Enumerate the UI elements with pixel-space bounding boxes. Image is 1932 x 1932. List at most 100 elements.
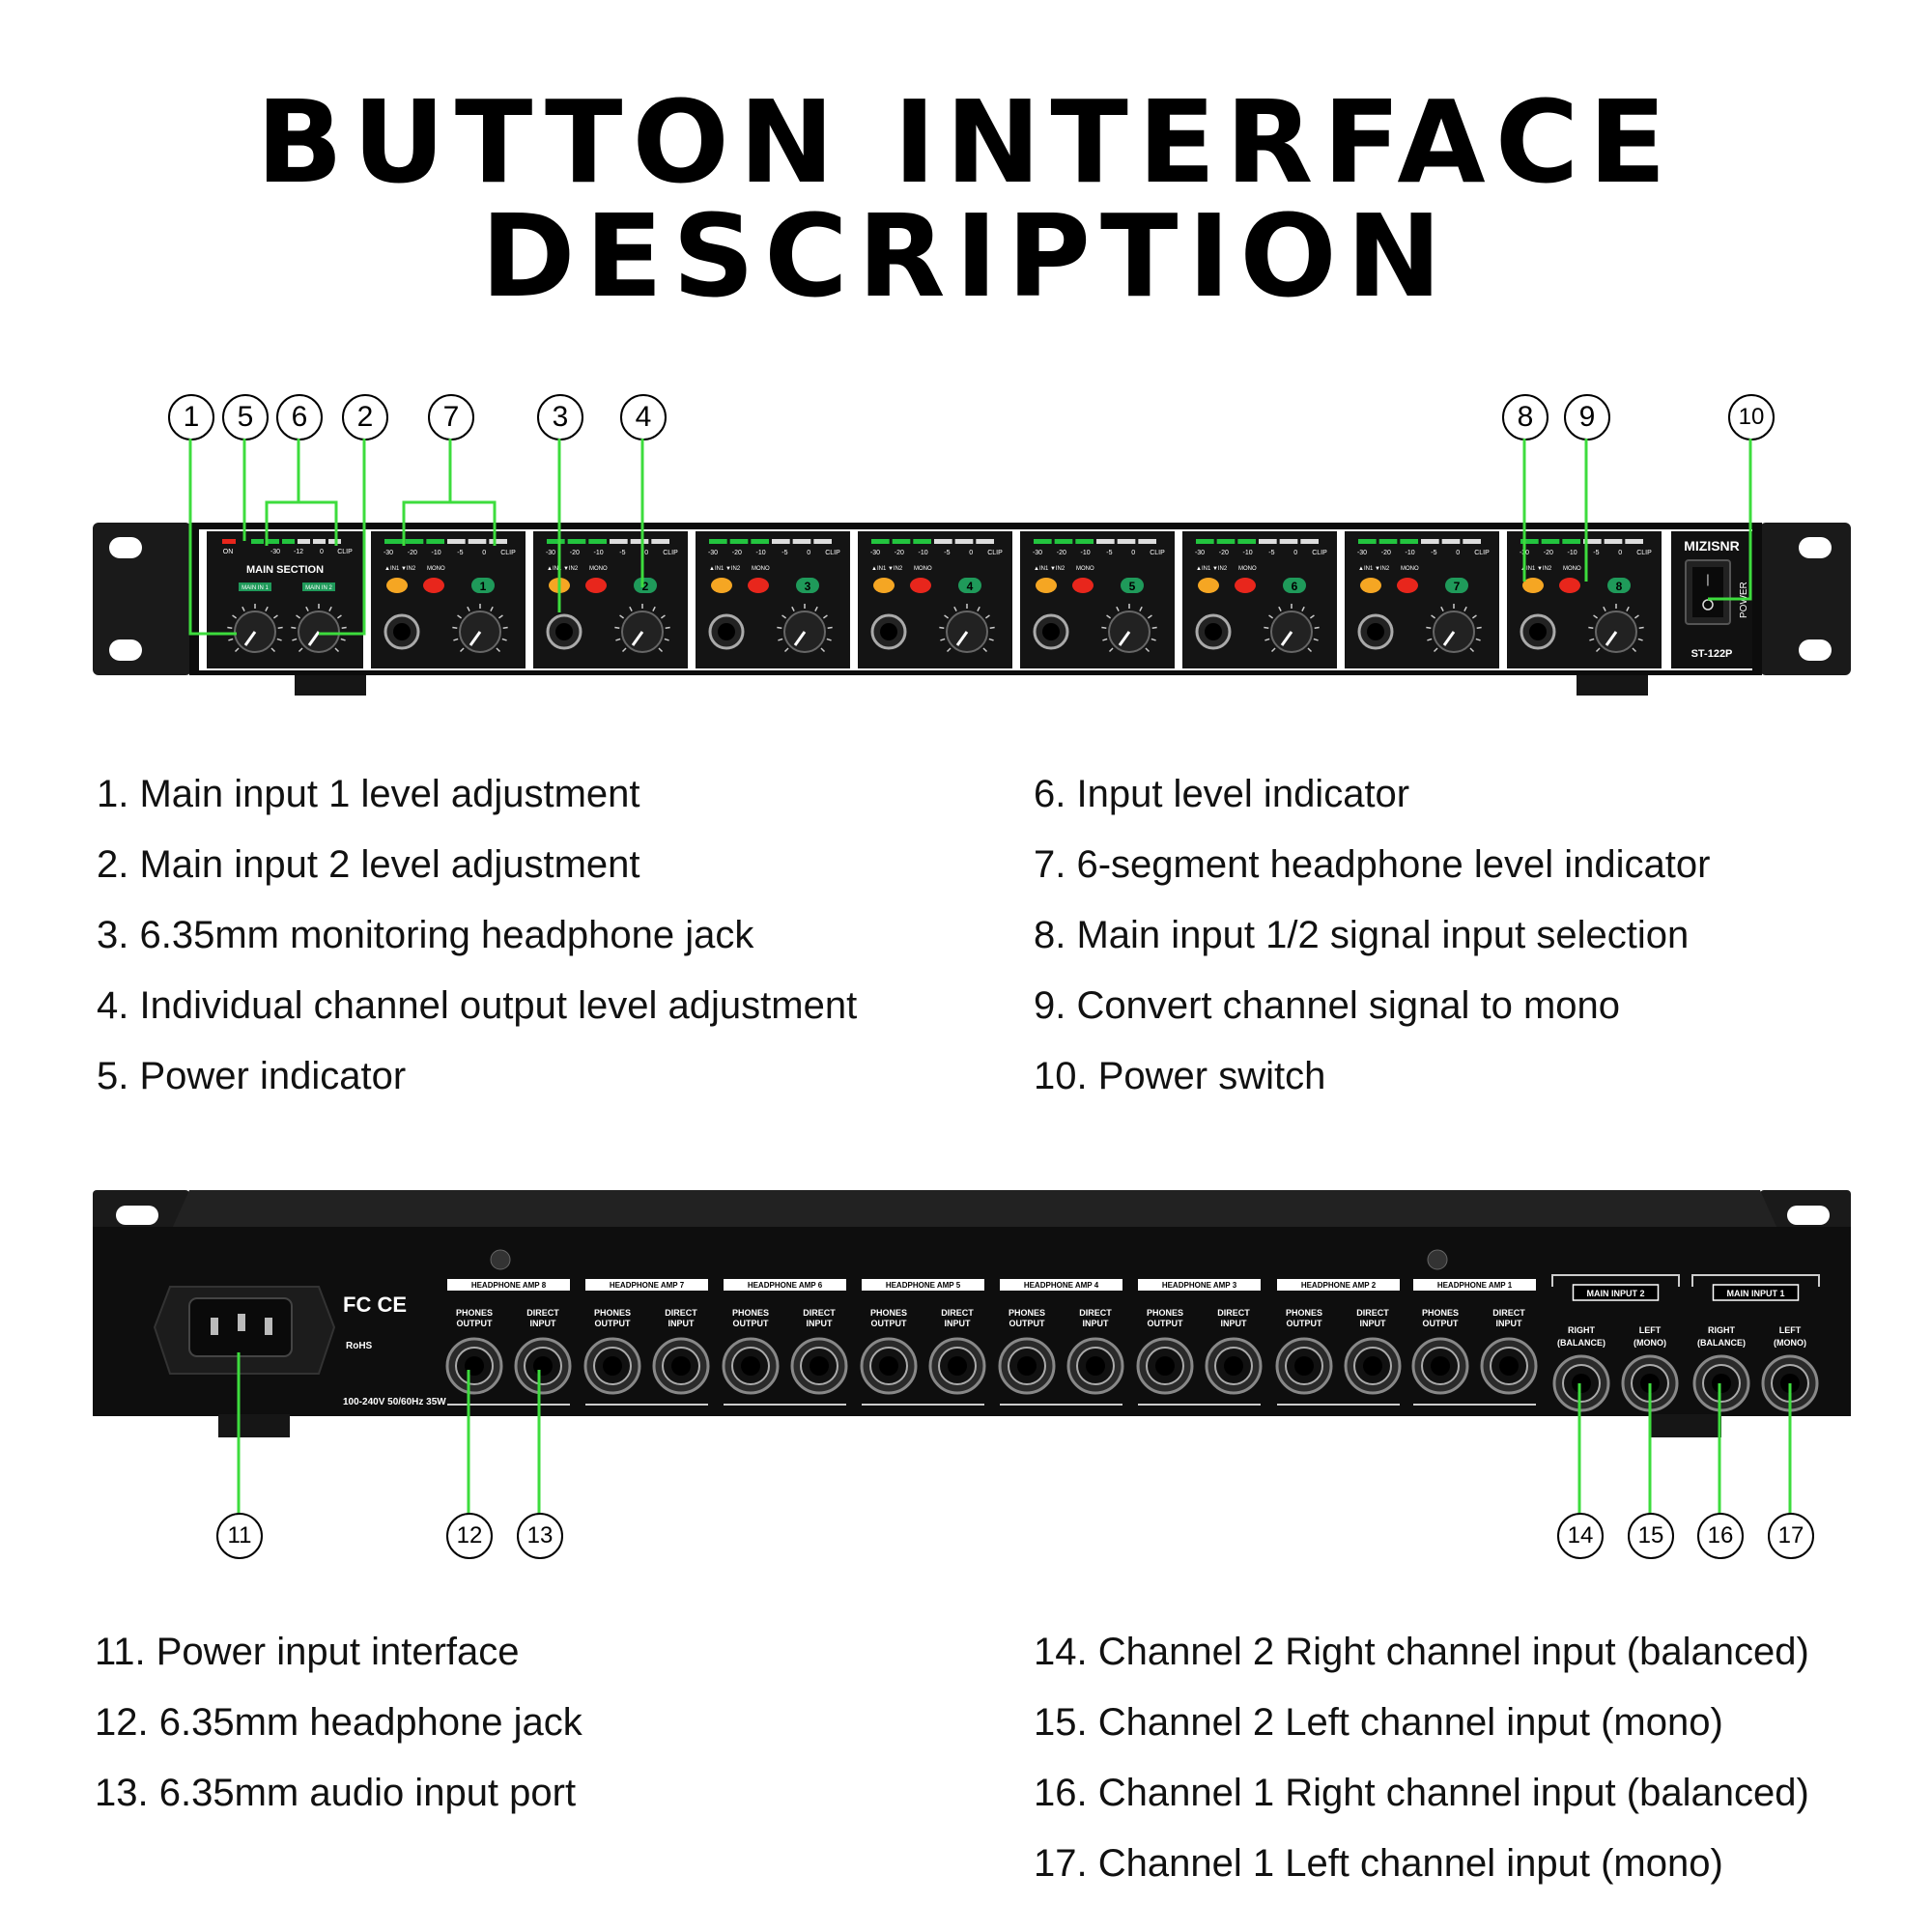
main-meter-label: -12 xyxy=(294,549,303,555)
main-input-label: MAIN INPUT 2 xyxy=(1586,1289,1644,1298)
meter-label: CLIP xyxy=(500,550,516,556)
front-desc-left-1: 2. Main input 2 level adjustment xyxy=(97,843,640,886)
headphone-amp-label: HEADPHONE AMP 3 xyxy=(1162,1281,1237,1290)
callout-6: 6 xyxy=(276,394,323,440)
input-select-button[interactable] xyxy=(711,578,732,593)
direct-input-label-2: INPUT xyxy=(945,1319,972,1328)
main-meter-label: -30 xyxy=(270,549,280,555)
front-desc-right-3: 9. Convert channel signal to mono xyxy=(1034,984,1621,1027)
direct-input-label: DIRECT xyxy=(526,1308,559,1318)
front-leader-lines xyxy=(188,439,1752,636)
phones-output-label: PHONES xyxy=(1422,1308,1459,1318)
phones-output-label: PHONES xyxy=(1009,1308,1045,1318)
mono-button[interactable] xyxy=(1397,578,1418,593)
phones-output-label: PHONES xyxy=(870,1308,907,1318)
mono-label: MONO xyxy=(1401,566,1419,572)
mono-button[interactable] xyxy=(1072,578,1094,593)
input-select-button[interactable] xyxy=(1198,578,1219,593)
meter-label: 0 xyxy=(644,550,648,556)
mono-button[interactable] xyxy=(1559,578,1580,593)
back-desc-left-1: 12. 6.35mm headphone jack xyxy=(95,1701,582,1744)
headphone-amp-label: HEADPHONE AMP 1 xyxy=(1437,1281,1513,1290)
mono-label: MONO xyxy=(914,566,932,572)
leader-7b xyxy=(450,500,497,546)
meter-label: -10 xyxy=(1568,550,1577,556)
svg-text:|: | xyxy=(1706,572,1709,586)
front-desc-left-2: 3. 6.35mm monitoring headphone jack xyxy=(97,914,754,956)
meter-label: -20 xyxy=(1381,550,1391,556)
page-title-line2: DESCRIPTION xyxy=(480,189,1452,323)
meter-label: -10 xyxy=(919,550,928,556)
channel-number: 7 xyxy=(1454,580,1461,593)
input-select-button[interactable] xyxy=(386,578,408,593)
mono-button[interactable] xyxy=(748,578,769,593)
direct-input-label-2: INPUT xyxy=(1496,1319,1523,1328)
left-label-2: (MONO) xyxy=(1774,1338,1806,1348)
selector-label: ▲IN1 ▼IN2 xyxy=(871,566,903,572)
right-label: RIGHT xyxy=(1708,1325,1736,1335)
mono-label: MONO xyxy=(589,566,608,572)
power-led xyxy=(222,539,236,544)
callout-3: 3 xyxy=(537,394,583,440)
meter-label: -10 xyxy=(594,550,604,556)
main-section-label: MAIN SECTION xyxy=(246,564,324,576)
back-desc-left-2: 13. 6.35mm audio input port xyxy=(95,1772,577,1814)
meter-label: 0 xyxy=(1293,550,1297,556)
mono-button[interactable] xyxy=(1235,578,1256,593)
input-select-button[interactable] xyxy=(1360,578,1381,593)
channel-number: 5 xyxy=(1129,580,1136,593)
leader-1 xyxy=(188,439,237,636)
meter-label: -20 xyxy=(1219,550,1229,556)
phones-output-label-2: OUTPUT xyxy=(595,1319,632,1328)
meter-label: -30 xyxy=(384,550,393,556)
meter-label: -10 xyxy=(1081,550,1091,556)
phones-output-label-2: OUTPUT xyxy=(457,1319,494,1328)
channel-number: 8 xyxy=(1616,580,1623,593)
right-label: RIGHT xyxy=(1568,1325,1596,1335)
main-in-2-label: MAIN IN 2 xyxy=(305,585,332,591)
back-desc-right-1: 15. Channel 2 Left channel input (mono) xyxy=(1034,1701,1723,1744)
headphone-amp-label: HEADPHONE AMP 6 xyxy=(748,1281,823,1290)
meter-label: -20 xyxy=(732,550,742,556)
direct-input-label-2: INPUT xyxy=(1360,1319,1387,1328)
selector-label: ▲IN1 ▼IN2 xyxy=(1520,566,1552,572)
channel-number: 6 xyxy=(1292,580,1298,593)
front-rack-ear-right xyxy=(1760,523,1851,675)
mono-button[interactable] xyxy=(585,578,607,593)
phones-output-label-2: OUTPUT xyxy=(1009,1319,1046,1328)
phones-output-label-2: OUTPUT xyxy=(1423,1319,1460,1328)
mono-button[interactable] xyxy=(423,578,444,593)
front-desc-left-3: 4. Individual channel output level adjus… xyxy=(97,984,858,1027)
meter-label: 0 xyxy=(1456,550,1460,556)
meter-label: -5 xyxy=(1106,550,1112,556)
meter-label: -30 xyxy=(1033,550,1042,556)
mono-label: MONO xyxy=(1563,566,1581,572)
direct-input-label-2: INPUT xyxy=(1083,1319,1110,1328)
input-select-button[interactable] xyxy=(873,578,895,593)
direct-input-label: DIRECT xyxy=(1492,1308,1525,1318)
phones-output-label-2: OUTPUT xyxy=(1148,1319,1184,1328)
meter-label: 0 xyxy=(807,550,810,556)
main-in-1-label: MAIN IN 1 xyxy=(242,585,269,591)
mono-label: MONO xyxy=(1076,566,1094,572)
phones-output-label-2: OUTPUT xyxy=(871,1319,908,1328)
direct-input-label-2: INPUT xyxy=(1221,1319,1248,1328)
mono-button[interactable] xyxy=(910,578,931,593)
callout-2: 2 xyxy=(342,394,388,440)
mono-label: MONO xyxy=(427,566,445,572)
meter-label: -20 xyxy=(895,550,904,556)
phones-output-label: PHONES xyxy=(1147,1308,1183,1318)
meter-label: -5 xyxy=(457,550,463,556)
input-select-button[interactable] xyxy=(1522,578,1544,593)
meter-label: -20 xyxy=(1544,550,1553,556)
channel-number: 3 xyxy=(805,580,811,593)
meter-label: CLIP xyxy=(1474,550,1490,556)
front-desc-right-4: 10. Power switch xyxy=(1034,1055,1326,1097)
input-select-button[interactable] xyxy=(1036,578,1057,593)
